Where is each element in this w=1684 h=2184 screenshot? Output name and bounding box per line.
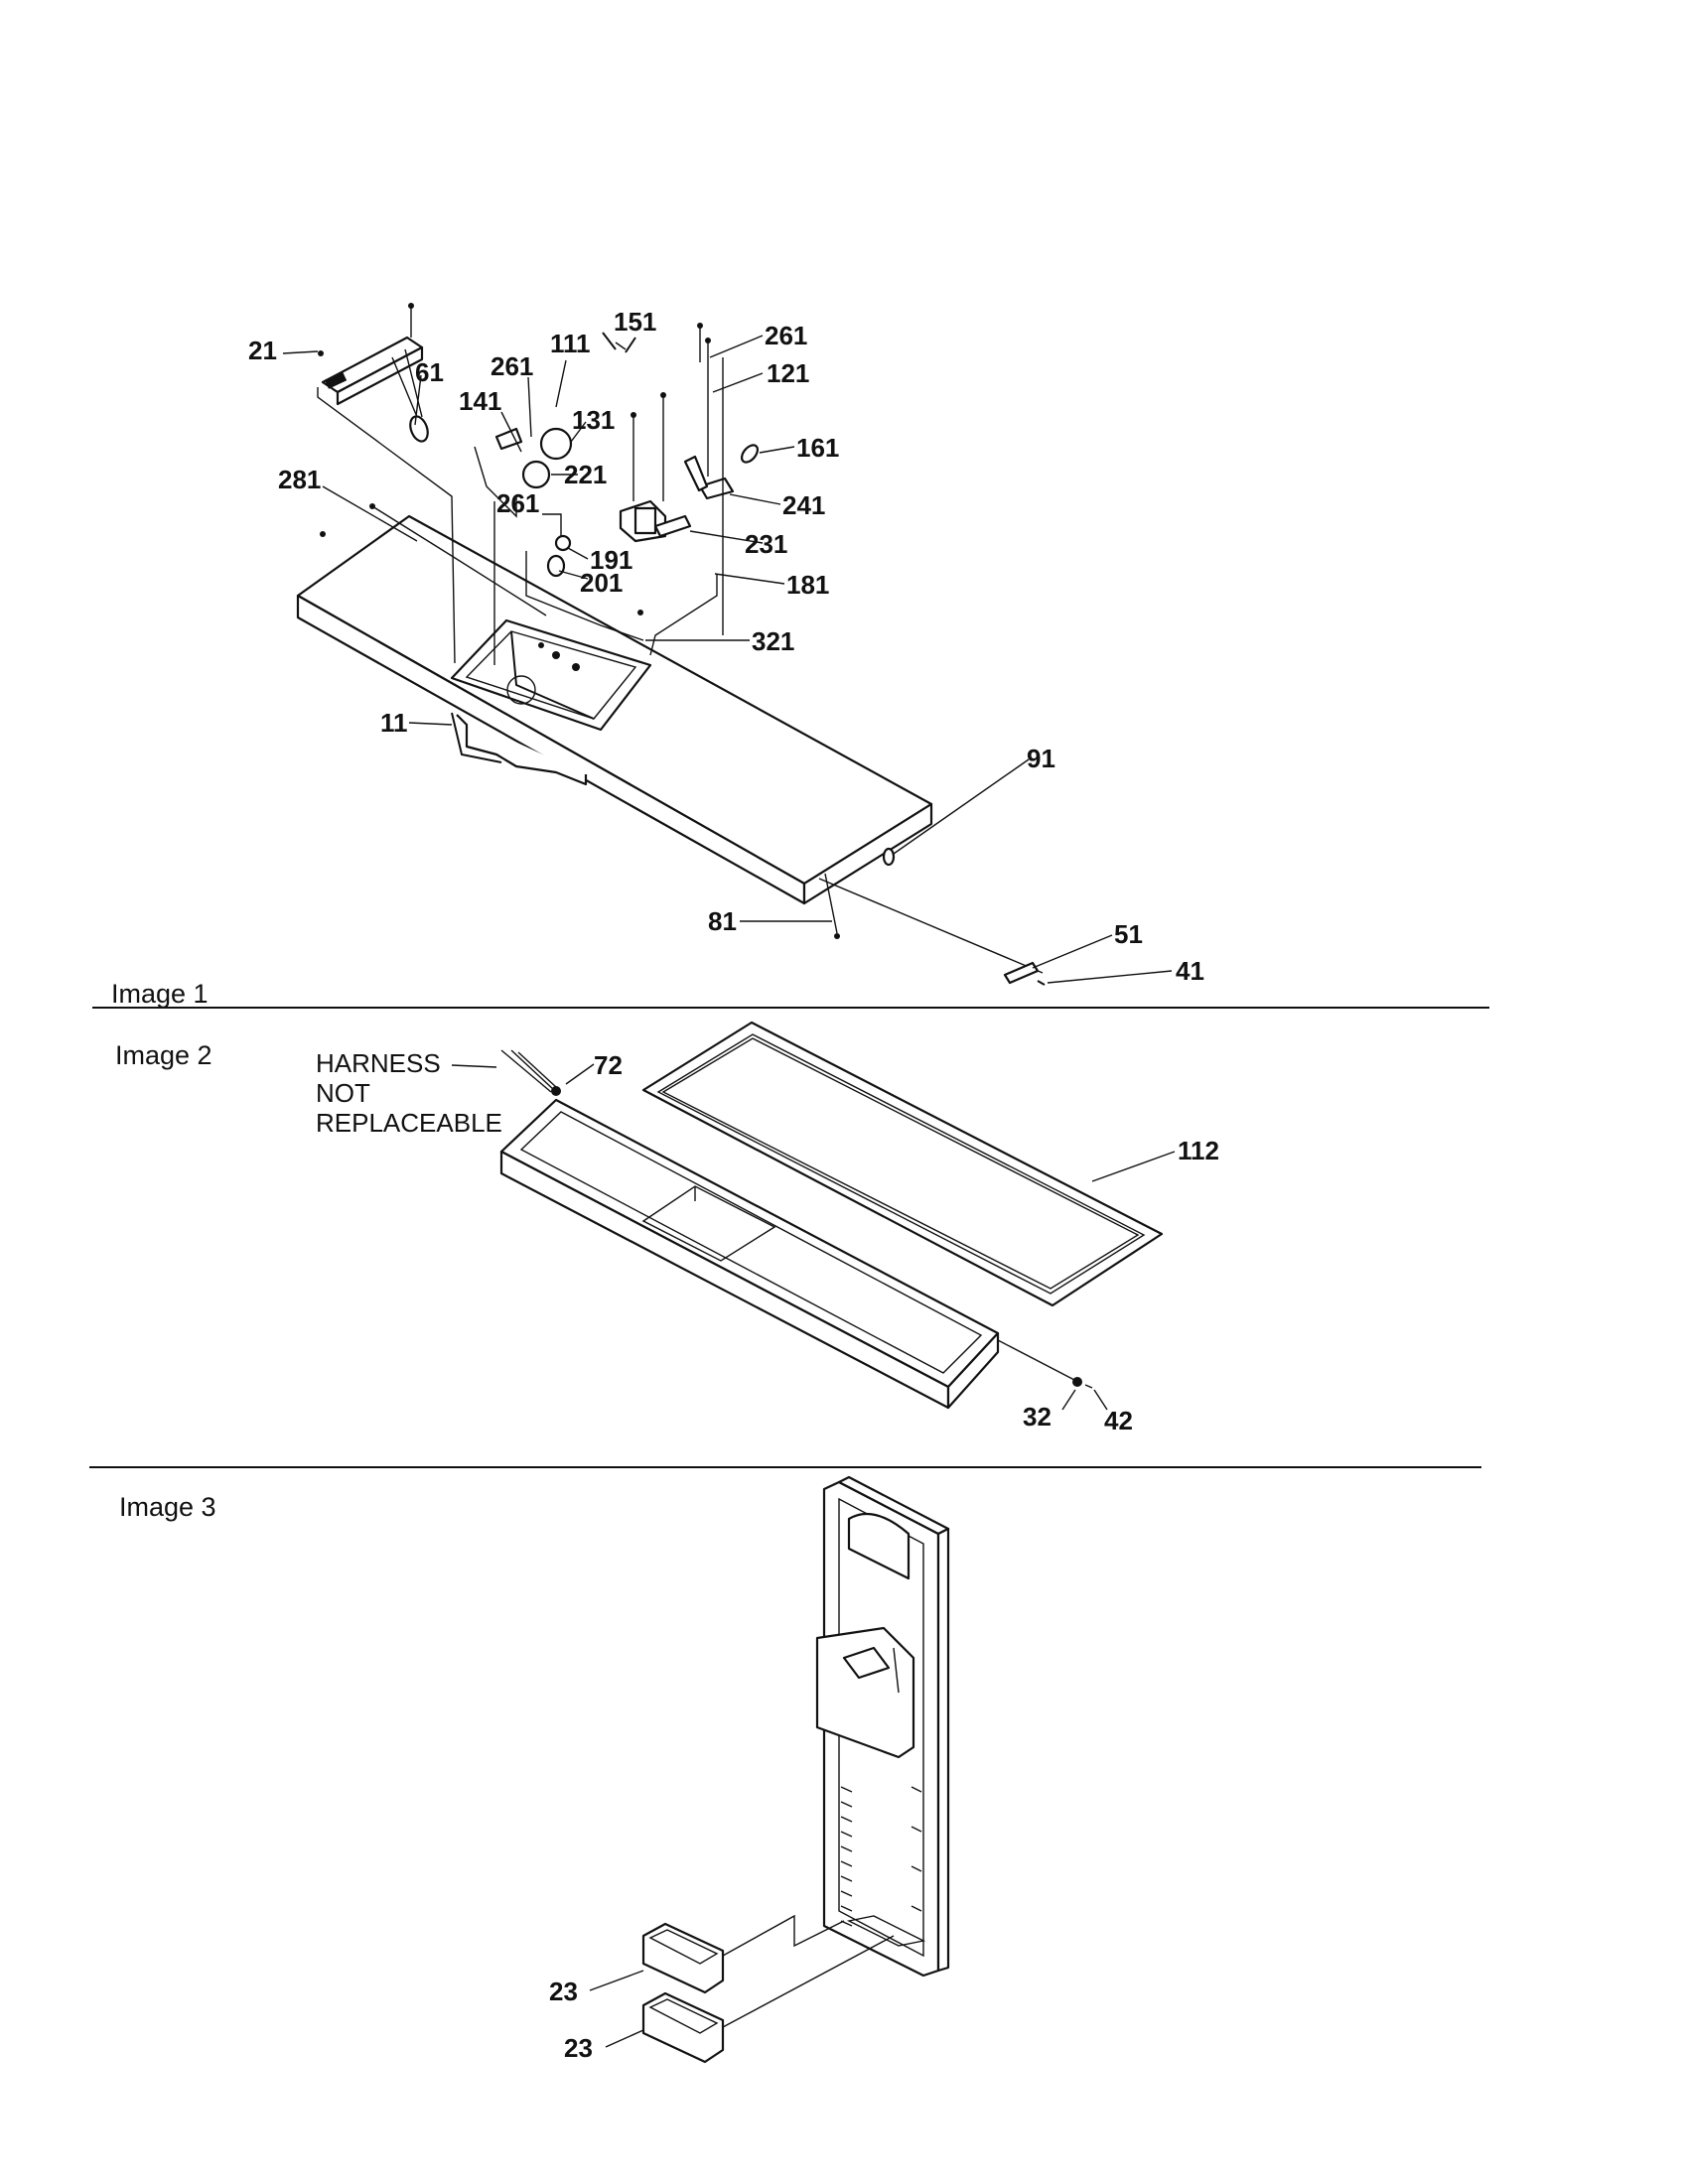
harness-note-line-1: HARNESS [316,1048,441,1078]
callout-81: 81 [708,906,737,936]
callout-121: 121 [767,358,809,388]
harness-note-line-2: NOT [316,1078,370,1108]
callout-321: 321 [752,626,794,656]
callout-201: 201 [580,568,623,598]
callout-161: 161 [796,433,839,463]
callout-151: 151 [614,307,656,337]
harness-note-line-3: REPLACEABLE [316,1108,502,1138]
callout-231: 231 [745,529,787,559]
callout-261-a: 261 [491,351,533,381]
motor-part-131 [494,332,636,489]
bracket-part-21 [318,303,429,443]
callout-261-c: 261 [496,488,539,518]
callout-72: 72 [594,1050,623,1080]
assembly-lines-image-1 [317,357,1046,986]
callout-191: 191 [590,545,632,575]
inner-panel-part [499,1098,1000,1410]
callout-41: 41 [1176,956,1204,986]
callout-23-lower: 23 [564,2033,593,2063]
door-liner-part [815,1475,950,1978]
callout-61: 61 [415,357,444,387]
fastener-part-191 [320,503,643,615]
callout-221: 221 [564,460,607,489]
diagram-image-1: 21 61 261 111 151 261 121 141 131 161 22… [248,303,1204,986]
section-label-image-1: Image 1 [111,979,209,1009]
section-label-image-3: Image 3 [119,1492,216,1522]
leader-lines-image-1 [282,335,1173,984]
gasket-part-112 [641,1021,1164,1307]
callout-111: 111 [550,329,591,358]
callout-141: 141 [459,386,501,416]
callout-11: 11 [380,708,408,738]
callout-261-b: 261 [765,321,807,350]
callout-21: 21 [248,336,277,365]
callout-112: 112 [1178,1136,1219,1165]
callout-91: 91 [1027,744,1055,773]
diagram-image-3: 23 23 [549,1475,950,2064]
callout-241: 241 [782,490,825,520]
callout-181: 181 [786,570,829,600]
switch-part-241 [683,323,760,500]
door-liner-ribs [840,1786,922,1927]
door-bin-part-lower [641,1991,725,2064]
callout-51: 51 [1114,919,1143,949]
solenoid-part-231 [619,392,692,543]
callout-23-upper: 23 [549,1977,578,2006]
diagram-image-2: HARNESS NOT REPLACEABLE 72 112 [316,1021,1219,1435]
callout-42: 42 [1104,1406,1133,1435]
callout-281: 281 [278,465,321,494]
callout-32: 32 [1023,1402,1052,1432]
door-bin-part-upper [641,1922,725,1994]
callout-131: 131 [572,405,615,435]
ice-chute-housing [450,618,652,732]
section-label-image-2: Image 2 [115,1040,212,1070]
